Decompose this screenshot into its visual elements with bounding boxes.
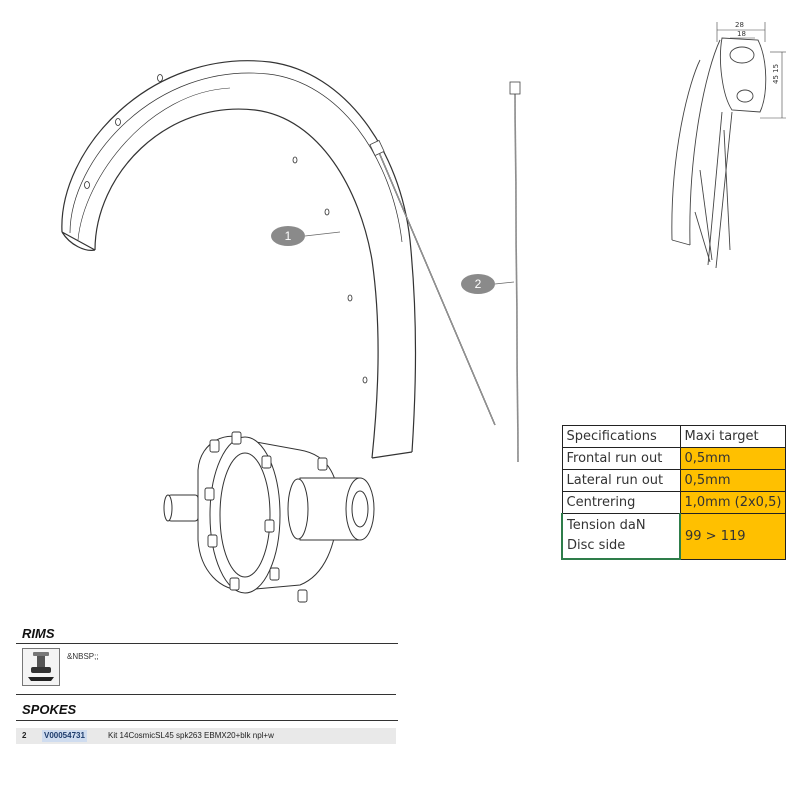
dimension-height-tolerance: 15 [772, 63, 780, 73]
dimension-height: 45 15 [772, 64, 780, 84]
table-row: Tension daN Disc side 99 > 119 [561, 513, 787, 560]
rims-divider [16, 643, 398, 644]
dimension-height-value: 45 [772, 75, 780, 84]
spec-label-lateral-run-out: Lateral run out [561, 469, 681, 492]
table-row: Specifications Maxi target [561, 425, 787, 448]
callout-2-spokes: 2 [461, 274, 495, 294]
dimension-width-outer: 28 [735, 21, 744, 29]
rim-spoke-holes [84, 74, 368, 384]
rim-drawing [61, 60, 417, 459]
spokes-divider [16, 720, 398, 721]
spec-value-lateral-run-out: 0,5mm [679, 469, 787, 492]
spec-label-tension-line1: Tension daN [567, 518, 646, 533]
rims-item-text: &NBSP;; [67, 652, 99, 661]
rim-tape-icon [22, 648, 60, 686]
table-header-maxi-target: Maxi target [679, 425, 787, 448]
table-row: Lateral run out 0,5mm [561, 469, 787, 492]
spec-label-centrering: Centrering [561, 491, 681, 514]
spoke-reference-link[interactable]: V00054731 [42, 730, 87, 742]
dimension-width-inner: 18 [737, 30, 746, 38]
rims-section-title: RIMS [22, 626, 55, 641]
specifications-table: Specifications Maxi target Frontal run o… [561, 425, 787, 560]
table-row: 2 V00054731 Kit 14CosmicSL45 spk263 EBMX… [16, 728, 396, 744]
callout-1-rim: 1 [271, 226, 305, 246]
table-row: Frontal run out 0,5mm [561, 447, 787, 470]
spokes-section-title: SPOKES [22, 702, 77, 717]
callout-leaders [304, 231, 515, 285]
rim-section-detail [671, 22, 786, 269]
spec-value-tension: 99 > 119 [679, 513, 787, 560]
spoke-quantity: 2 [22, 731, 27, 740]
spec-label-frontal-run-out: Frontal run out [561, 447, 681, 470]
hub-drawing [163, 431, 375, 603]
spec-label-tension-line2: Disc side [567, 538, 626, 553]
table-row: Centrering 1,0mm (2x0,5) [561, 491, 787, 514]
spec-label-tension: Tension daN Disc side [561, 513, 681, 560]
spec-value-centrering: 1,0mm (2x0,5) [679, 491, 787, 514]
spec-value-frontal-run-out: 0,5mm [679, 447, 787, 470]
table-header-specifications: Specifications [561, 425, 681, 448]
spoke-description: Kit 14CosmicSL45 spk263 EBMX20+blk npl+w [108, 731, 274, 740]
rims-bottom-divider [16, 694, 396, 695]
spoke-drawings [369, 81, 521, 463]
